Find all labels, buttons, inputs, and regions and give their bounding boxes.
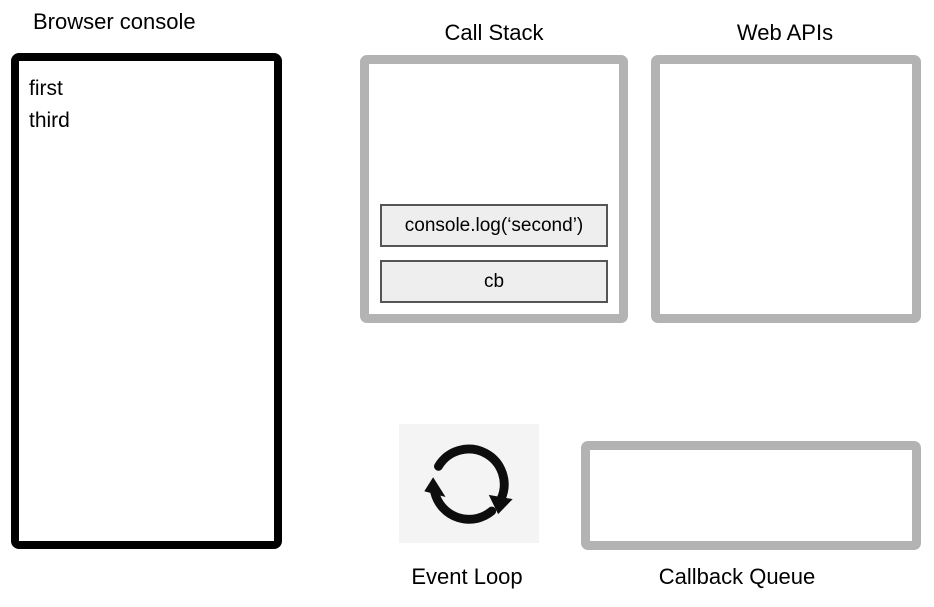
event-loop-title: Event Loop	[411, 564, 523, 589]
call-stack-box: console.log(‘second’) cb	[360, 55, 628, 323]
web-apis-title: Web APIs	[736, 20, 834, 45]
browser-console-box: first third	[11, 53, 282, 549]
event-loop-icon-tile	[399, 424, 539, 543]
browser-console-title: Browser console	[33, 9, 196, 34]
call-stack-title: Call Stack	[444, 20, 544, 45]
callback-queue-title: Callback Queue	[658, 564, 816, 589]
console-log-line: third	[29, 109, 70, 132]
stack-frame: cb	[380, 260, 608, 303]
circular-arrows-icon	[416, 432, 522, 536]
web-apis-box	[651, 55, 921, 323]
console-log-line: first	[29, 77, 63, 100]
stack-frame: console.log(‘second’)	[380, 204, 608, 247]
call-stack-frames: console.log(‘second’) cb	[380, 204, 608, 303]
callback-queue-box	[581, 441, 921, 550]
